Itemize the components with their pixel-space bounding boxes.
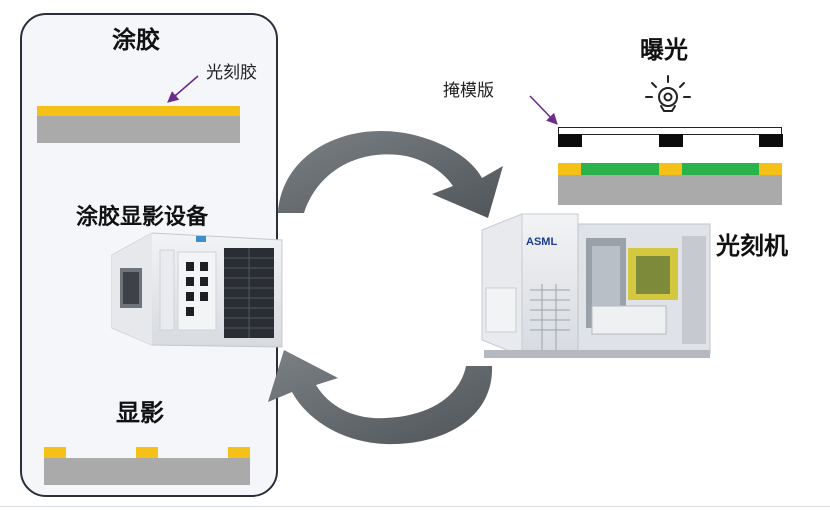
mask-label: 掩模版 xyxy=(443,81,494,101)
process-arrow-coating-to-exposure xyxy=(278,131,503,218)
exposure-title: 曝光 xyxy=(640,36,688,64)
coating-wafer-substrate xyxy=(37,116,240,143)
mask-pointer-line xyxy=(529,95,558,125)
mask-opaque-block xyxy=(659,134,683,147)
coating-developing-machine-image xyxy=(111,232,283,348)
unexposed-resist-segment xyxy=(759,163,782,175)
light-source-icon xyxy=(645,75,691,112)
unexposed-resist-segment xyxy=(659,163,682,175)
developed-resist-feature xyxy=(136,447,158,458)
lithography-machine-image xyxy=(481,213,711,358)
photoresist-label: 光刻胶 xyxy=(206,63,257,83)
photoresist-pointer-line xyxy=(167,75,199,103)
asml-logo-text: ASML xyxy=(526,236,557,248)
lithography-machine-title: 光刻机 xyxy=(716,232,788,260)
mask-opaque-block xyxy=(759,134,783,147)
mask-opaque-block xyxy=(558,134,582,147)
developing-wafer-substrate xyxy=(44,458,250,485)
exposure-wafer-substrate xyxy=(558,175,782,205)
developed-resist-feature xyxy=(44,447,66,458)
exposed-resist-segment xyxy=(581,163,659,175)
bottom-divider xyxy=(0,506,830,507)
coating-photoresist-layer xyxy=(37,106,240,117)
coating-title: 涂胶 xyxy=(112,26,160,54)
coating-developing-equipment-title: 涂胶显影设备 xyxy=(76,205,209,230)
process-arrow-exposure-to-developing xyxy=(268,350,493,445)
exposed-resist-segment xyxy=(682,163,759,175)
unexposed-resist-segment xyxy=(558,163,581,175)
developing-title: 显影 xyxy=(116,399,164,427)
developed-resist-feature xyxy=(228,447,250,458)
